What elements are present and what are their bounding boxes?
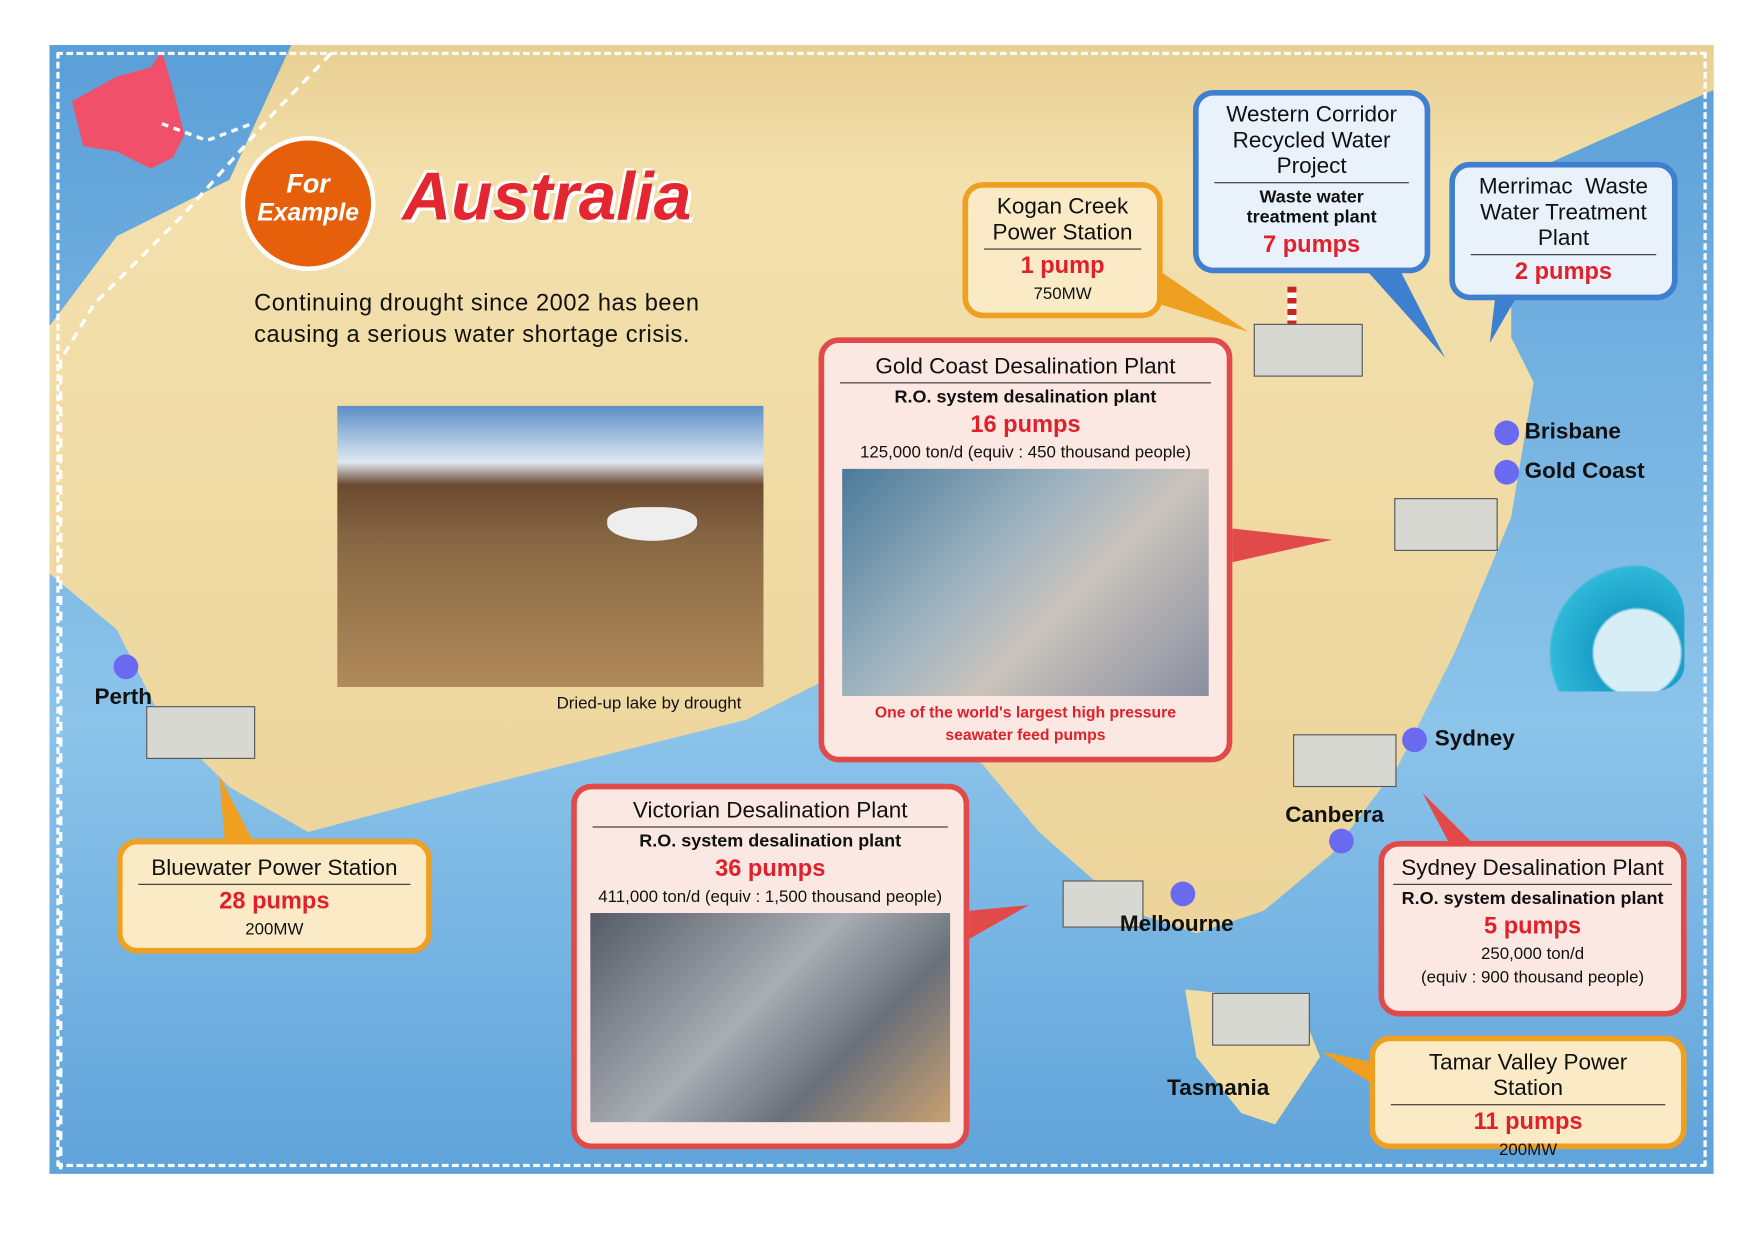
western-sub-2: treatment plant: [1246, 208, 1377, 228]
description-line1: Continuing drought since 2002 has been: [254, 290, 700, 316]
western-title-3: Project: [1214, 154, 1409, 184]
gold-coast-note-2: seawater feed pumps: [945, 725, 1106, 744]
tamar-detail: 200MW: [1499, 1140, 1558, 1160]
gold-coast-note-1: One of the world's largest high pressure: [874, 702, 1177, 721]
victorian-pump-photo: [590, 913, 951, 1123]
gold-coast-detail: 125,000 ton/d (equiv : 450 thousand peop…: [859, 443, 1191, 463]
for-example-badge: For Example: [240, 136, 376, 271]
page-title: Australia: [402, 158, 692, 234]
sydney-title: Sydney Desalination Plant: [1393, 856, 1672, 885]
kogan-creek-box: Kogan Creek Power Station 1 pump 750MW: [962, 182, 1163, 319]
city-label-canberra: Canberra: [1285, 802, 1384, 828]
boat: [607, 507, 698, 541]
description: Continuing drought since 2002 has been c…: [254, 288, 699, 351]
gold-coast-dot: [1494, 459, 1520, 485]
merrimac-title-3: Plant: [1470, 226, 1657, 256]
western-corridor-box: Western Corridor Recycled Water Project …: [1192, 89, 1431, 274]
canberra-dot: [1329, 828, 1354, 854]
victorian-sub: R.O. system desalination plant: [639, 832, 902, 852]
western-title-1: Western Corridor: [1226, 102, 1398, 128]
bluewater-box: Bluewater Power Station 28 pumps 200MW: [116, 838, 432, 954]
kogan-title-1: Kogan Creek: [996, 194, 1129, 220]
gold-coast-sub: R.O. system desalination plant: [894, 387, 1157, 408]
sydney-detail-1: 250,000 ton/d: [1480, 944, 1585, 964]
tamar-valley-box: Tamar Valley Power Station 11 pumps 200M…: [1369, 1035, 1687, 1159]
city-label-brisbane: Brisbane: [1524, 419, 1621, 445]
bluewater-detail: 200MW: [245, 919, 304, 939]
sydney-detail-2: (equiv : 900 thousand people): [1420, 968, 1645, 988]
factory-icon: [1062, 838, 1164, 928]
sydney-sub: R.O. system desalination plant: [1401, 889, 1664, 909]
city-label-perth: Perth: [94, 684, 152, 710]
gold-coast-title: Gold Coast Desalination Plant: [839, 354, 1211, 384]
victorian-box: Victorian Desalination Plant R.O. system…: [571, 783, 970, 1150]
factory-icon: [1394, 461, 1498, 551]
kogan-pumps: 1 pump: [1020, 252, 1105, 279]
sydney-desal-box: Sydney Desalination Plant R.O. system de…: [1378, 841, 1687, 1017]
brisbane-dot: [1494, 420, 1520, 446]
gold-coast-box: Gold Coast Desalination Plant R.O. syste…: [818, 337, 1233, 763]
victorian-title: Victorian Desalination Plant: [592, 798, 948, 828]
sydney-dot: [1402, 727, 1427, 753]
victorian-detail: 411,000 ton/d (equiv : 1,500 thousand pe…: [598, 887, 943, 907]
gold-coast-pump-photo: [842, 468, 1209, 697]
western-pumps: 7 pumps: [1263, 231, 1361, 258]
tamar-pumps: 11 pumps: [1473, 1108, 1583, 1135]
description-line2: causing a serious water shortage crisis.: [254, 321, 691, 348]
mini-australia-map: [71, 50, 185, 169]
city-label-gold-coast: Gold Coast: [1524, 458, 1645, 484]
badge-line1: For: [286, 168, 330, 200]
merrimac-title-2: Water Treatment: [1480, 200, 1647, 225]
bluewater-title: Bluewater Power Station: [138, 856, 411, 885]
factory-icon: [1293, 697, 1397, 788]
merrimac-title-1: Merrimac Waste: [1478, 174, 1649, 200]
city-label-sydney: Sydney: [1434, 726, 1515, 752]
bluewater-pumps: 28 pumps: [219, 888, 330, 915]
badge-line2: Example: [257, 197, 359, 227]
gold-coast-pumps: 16 pumps: [970, 411, 1081, 438]
sydney-pumps: 5 pumps: [1483, 913, 1582, 939]
city-label-tasmania: Tasmania: [1167, 1076, 1270, 1101]
factory-icon: [1212, 956, 1313, 1046]
factory-icon: [146, 669, 256, 759]
kogan-detail: 750MW: [1033, 284, 1092, 304]
merrimac-box: Merrimac Waste Water Treatment Plant 2 p…: [1449, 161, 1678, 301]
western-title-2: Recycled Water: [1232, 128, 1391, 153]
city-label-melbourne: Melbourne: [1119, 911, 1234, 937]
kogan-title-2: Power Station: [983, 220, 1142, 250]
victorian-pumps: 36 pumps: [715, 855, 826, 882]
dried-lake-photo: [337, 405, 764, 688]
factory-icon: [1253, 286, 1363, 377]
melbourne-dot: [1170, 881, 1196, 907]
photo-caption: Dried-up lake by drought: [556, 693, 742, 713]
perth-dot: [113, 654, 139, 680]
western-sub-1: Waste water: [1259, 187, 1364, 207]
tamar-title: Tamar Valley Power Station: [1390, 1050, 1666, 1106]
coast-dashes: [59, 52, 332, 1170]
merrimac-pumps: 2 pumps: [1514, 258, 1613, 285]
